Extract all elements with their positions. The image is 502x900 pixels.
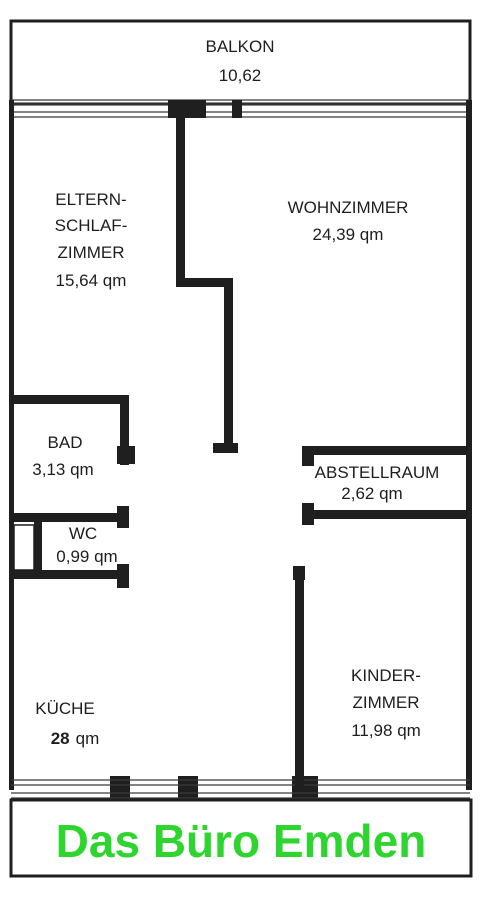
room-label-abstellraum: ABSTELLRAUM 2,62 qm (315, 463, 440, 503)
wall-eltern-wohn-lower (224, 278, 233, 448)
wall-kinder-door-top (293, 566, 305, 580)
wall-bad-wc (11, 513, 129, 522)
room-name-line: ZIMMER (352, 693, 419, 712)
room-name-line: ZIMMER (57, 243, 124, 262)
room-label-kinderzimmer: KINDER- ZIMMER 11,98 qm (351, 666, 421, 740)
wall-abstell-door-bottom (302, 503, 314, 525)
footer-brand-text: Das Büro Emden (56, 815, 427, 867)
room-name-line: SCHLAF- (55, 216, 128, 235)
balcony-outline (9, 19, 472, 106)
room-area: 11,98 qm (351, 721, 421, 740)
outer-wall-left (9, 100, 14, 790)
outer-wall-top-pier (232, 100, 242, 118)
wall-bad-top (11, 395, 129, 404)
room-name: WOHNZIMMER (288, 198, 409, 217)
wall-eltern-wohn-upper (176, 116, 185, 286)
room-name-line: KINDER- (351, 666, 421, 685)
room-area-unit: qm (76, 729, 100, 748)
room-label-wohnzimmer: WOHNZIMMER 24,39 qm (288, 198, 409, 244)
room-area: 10,62 (219, 66, 262, 85)
outer-wall-bottom-pier (110, 776, 130, 800)
room-name: ABSTELLRAUM (315, 463, 440, 482)
outer-wall-bottom-pier (178, 776, 198, 800)
room-area: 3,13 qm (32, 460, 93, 479)
wall-kinder-left (295, 570, 304, 786)
footer-banner: Das Büro Emden (9, 798, 473, 878)
wall-abstell-door-top (302, 446, 314, 466)
room-label-kueche: KÜCHE 28 qm (35, 699, 99, 748)
room-label-balkon: BALKON 10,62 (206, 37, 275, 85)
room-name: BAD (48, 433, 83, 452)
room-area: 15,64 qm (56, 271, 127, 290)
interior-walls (11, 116, 471, 786)
room-label-bad: BAD 3,13 qm (32, 433, 93, 479)
room-label-wc: WC 0,99 qm (56, 524, 117, 566)
room-name: KÜCHE (35, 699, 95, 718)
room-name-line: ELTERN- (55, 190, 126, 209)
wall-wc-bottom (11, 570, 129, 579)
wall-eltern-wohn-jog (176, 278, 232, 287)
wall-abstell-top (303, 446, 471, 455)
room-area: 0,99 qm (56, 547, 117, 566)
room-name: WC (69, 524, 97, 543)
outer-wall-top-pier (168, 100, 206, 118)
bottom-window-band (11, 779, 470, 799)
wall-abstell-bottom (303, 510, 471, 519)
room-area: 2,62 qm (341, 484, 402, 503)
wc-cabinet-outline (13, 524, 35, 571)
wall-wc-left (34, 513, 42, 577)
room-area: 24,39 qm (313, 225, 384, 244)
wall-wc-door-stop-top (117, 506, 129, 528)
footer-frame (9, 798, 473, 878)
wall-bad-right (120, 395, 129, 465)
wall-eltern-wohn-end (213, 443, 238, 453)
wall-wc-door-stop-bottom (117, 564, 129, 588)
room-label-elternschlafzimmer: ELTERN- SCHLAF- ZIMMER 15,64 qm (55, 190, 128, 290)
room-name: BALKON (206, 37, 275, 56)
room-area: 28 qm (51, 729, 100, 748)
outer-wall-right (466, 100, 472, 790)
wall-bad-door-stop (117, 446, 135, 464)
room-area-number: 28 (51, 729, 70, 748)
